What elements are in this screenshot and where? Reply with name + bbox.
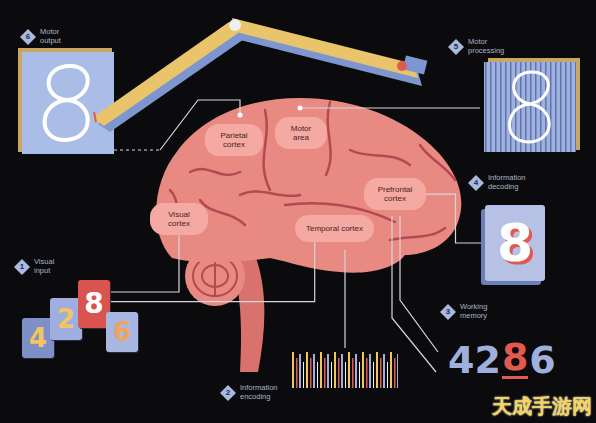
step-diamond: 3 bbox=[440, 304, 456, 320]
callout-number: 6 bbox=[26, 33, 30, 41]
card-digit: 2 bbox=[57, 306, 75, 332]
leader-dots bbox=[238, 106, 303, 118]
digit-card: 8 bbox=[485, 205, 545, 281]
memory-digit: 8 bbox=[502, 338, 528, 379]
panel bbox=[22, 52, 114, 154]
diamond-outline bbox=[220, 385, 236, 401]
sulcus bbox=[240, 191, 300, 196]
sulcus bbox=[420, 145, 455, 180]
panel bbox=[484, 62, 576, 152]
watermark: 天成手游网 bbox=[492, 394, 592, 418]
step-marker: 3 Working memory bbox=[440, 303, 496, 320]
arm-dot bbox=[397, 61, 407, 71]
drawn-eight bbox=[45, 66, 88, 140]
working-memory-digits: 4286 bbox=[448, 338, 556, 379]
stripes bbox=[484, 62, 576, 152]
cerebrum bbox=[156, 98, 461, 273]
arm-upper bbox=[232, 18, 418, 78]
brain bbox=[156, 98, 461, 372]
sulcus bbox=[326, 102, 331, 175]
card-digit: 8 bbox=[497, 217, 533, 269]
memory-digit: 2 bbox=[474, 341, 500, 379]
step-diamond: 1 bbox=[14, 259, 30, 275]
sulcus bbox=[390, 228, 445, 240]
step-marker: 2 Information encoding bbox=[220, 384, 286, 401]
callout-number: 2 bbox=[226, 389, 230, 397]
step-label: Visual input bbox=[34, 258, 64, 275]
region-label: Motor area bbox=[284, 124, 318, 142]
diamond-outline bbox=[14, 259, 30, 275]
digit-card: 6 bbox=[106, 312, 138, 352]
connector bbox=[426, 194, 485, 243]
step-label: Information encoding bbox=[240, 384, 286, 401]
step-marker: 4 Information decoding bbox=[468, 174, 534, 191]
region-label: Prefrontal cortex bbox=[373, 185, 417, 203]
step-marker: 1 Visual input bbox=[14, 258, 64, 275]
step-diamond: 5 bbox=[448, 39, 464, 55]
leader-line bbox=[392, 216, 436, 372]
leader-line bbox=[400, 216, 438, 352]
region-label: Temporal cortex bbox=[306, 224, 363, 233]
step-label: Working memory bbox=[460, 303, 496, 320]
diamond-outline bbox=[440, 304, 456, 320]
drawn-eight bbox=[509, 72, 549, 142]
region-label: Parietal cortex bbox=[214, 131, 254, 149]
diamond-outline bbox=[20, 29, 36, 45]
brain-region: Motor area bbox=[275, 117, 327, 149]
pen bbox=[94, 112, 96, 122]
leader-line bbox=[114, 149, 160, 150]
step-diamond: 2 bbox=[220, 385, 236, 401]
leader-dot bbox=[238, 113, 243, 118]
connector bbox=[110, 235, 179, 292]
arm-joint bbox=[229, 19, 241, 31]
card-digit: 8 bbox=[84, 290, 103, 318]
leader-line bbox=[300, 107, 480, 108]
region-label: Visual cortex bbox=[159, 210, 199, 228]
encoding-barcode bbox=[292, 352, 398, 388]
arm-lower bbox=[92, 22, 241, 126]
leader-line bbox=[344, 250, 345, 348]
step-diamond: 6 bbox=[20, 29, 36, 45]
brain-region: Visual cortex bbox=[150, 203, 208, 235]
diamond-outline bbox=[468, 175, 484, 191]
sulcus bbox=[350, 150, 410, 165]
motor-output-panel bbox=[18, 48, 114, 154]
brain-region: Parietal cortex bbox=[205, 124, 263, 156]
brain-region: Temporal cortex bbox=[295, 215, 374, 242]
watermark-box: 天成手游网 bbox=[492, 393, 592, 420]
step-marker: 6 Motor output bbox=[20, 28, 70, 45]
motor-processing-panel bbox=[484, 58, 580, 152]
sulcus bbox=[190, 169, 240, 175]
callout-number: 4 bbox=[474, 179, 478, 187]
callout-number: 1 bbox=[20, 263, 24, 271]
step-label: Motor processing bbox=[468, 38, 508, 55]
step-marker: 5 Motor processing bbox=[448, 38, 508, 55]
step-label: Information decoding bbox=[488, 174, 534, 191]
connector bbox=[110, 242, 315, 301]
callout-number: 5 bbox=[454, 43, 458, 51]
step-label: Motor output bbox=[40, 28, 70, 45]
brain-region: Prefrontal cortex bbox=[364, 178, 426, 210]
diamond-outline bbox=[448, 39, 464, 55]
memory-digit: 6 bbox=[529, 341, 555, 379]
step-diamond: 4 bbox=[468, 175, 484, 191]
sulcus bbox=[264, 110, 270, 190]
leader-lines bbox=[114, 100, 480, 372]
card-digit: 6 bbox=[113, 319, 131, 345]
memory-digit: 4 bbox=[448, 341, 474, 379]
callout-number: 3 bbox=[446, 308, 450, 316]
leader-dot bbox=[298, 106, 303, 111]
card-digit: 4 bbox=[29, 325, 47, 351]
